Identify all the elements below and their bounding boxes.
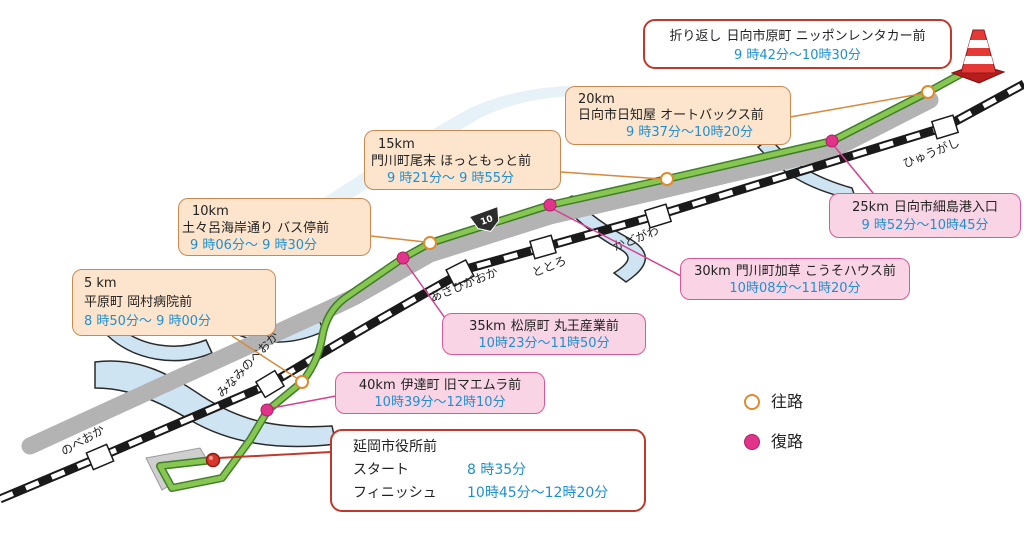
outbound-legend-label: 往路 xyxy=(771,392,804,411)
checkpoint-place: 松原町 丸王産業前 xyxy=(510,319,619,334)
checkpoint-time: 9 時21分～ 9 時55分 xyxy=(387,171,515,186)
callout-25km: 25km 日向市細島港入口 9 時52分～10時45分 xyxy=(829,193,1021,238)
checkpoint-time: 9 時37分～10時20分 xyxy=(626,125,754,140)
return-marker-30km xyxy=(543,198,557,212)
checkpoint-place: 日向市細島港入口 xyxy=(893,200,998,215)
leader-line-30km xyxy=(552,208,682,277)
start-marker-dot xyxy=(205,452,221,468)
start-marker-highlight xyxy=(209,456,213,460)
return-marker-35km xyxy=(396,251,410,265)
callout-10km: 10km 土々呂海岸通り バス停前 9 時06分～ 9 時30分 xyxy=(178,198,371,256)
cone-stripe xyxy=(968,40,989,48)
railway-dashes xyxy=(0,81,1024,502)
station-box-nobeoka xyxy=(85,443,115,471)
traffic-cone-icon xyxy=(950,29,1006,84)
checkpoint-time: 10時39分～12時10分 xyxy=(374,395,506,410)
callout-35km: 35km 松原町 丸王産業前 10時23分～11時50分 xyxy=(442,313,646,355)
leader-line-35km xyxy=(404,261,446,319)
leader-line-10km xyxy=(370,235,426,243)
leader-line-25km xyxy=(834,146,874,194)
checkpoint-place: 門川町尾末 ほっともっと前 xyxy=(371,154,532,169)
start-label: スタート xyxy=(353,462,409,478)
finish-label: フィニッシュ xyxy=(353,485,437,501)
station-markers xyxy=(85,114,960,471)
marathon-route xyxy=(156,64,976,492)
return-marker-40km xyxy=(260,403,274,417)
checkpoint-place: 門川町加草 こうそハウス前 xyxy=(735,264,896,279)
cone-body xyxy=(960,29,997,74)
route-line xyxy=(157,65,975,491)
return-legend-icon xyxy=(744,434,760,450)
station-box-hyuga-shi xyxy=(930,114,960,140)
checkpoint-distance: 5 km xyxy=(84,276,117,291)
checkpoint-title-line: 35km 松原町 丸王産業前 xyxy=(443,319,645,335)
turnaround-label: 折り返し xyxy=(669,29,722,44)
checkpoint-place: 日向市日知屋 オートバックス前 xyxy=(578,108,764,123)
checkpoint-distance: 35km xyxy=(469,319,506,334)
checkpoint-time: 9 時52分～10時45分 xyxy=(861,218,989,233)
leader-line-20km xyxy=(789,92,927,118)
checkpoint-place: 伊達町 旧マエムラ前 xyxy=(400,378,522,393)
turnaround-time: 9 時42分～10時30分 xyxy=(733,48,862,63)
return-leader-lines xyxy=(271,146,874,409)
checkpoint-title-line: 30km 門川町加草 こうそハウス前 xyxy=(681,264,909,280)
start-place: 延岡市役所前 xyxy=(353,439,437,455)
checkpoint-distance: 10km xyxy=(192,204,229,219)
turnaround-place: 日向市原町 ニッポンレンタカー前 xyxy=(726,29,926,44)
callout-start-finish: 延岡市役所前 スタート 8 時35分 フィニッシュ 10時45分～12時20分 xyxy=(330,429,646,512)
return-legend-label: 復路 xyxy=(771,432,804,451)
outbound-marker-5km xyxy=(295,375,309,389)
callout-5km: 5 km 平原町 岡村病院前 8 時50分～ 9 時00分 xyxy=(72,269,276,336)
checkpoint-place: 土々呂海岸通り バス停前 xyxy=(182,221,330,236)
checkpoint-place: 平原町 岡村病院前 xyxy=(84,295,193,310)
finish-time: 10時45分～12時20分 xyxy=(467,485,609,501)
station-box-asahigaoka xyxy=(445,258,475,288)
callout-turnaround: 折り返し日向市原町 ニッポンレンタカー前 9 時42分～10時30分 xyxy=(643,19,952,69)
start-time: 8 時35分 xyxy=(467,462,527,478)
checkpoint-title-line: 25km 日向市細島港入口 xyxy=(830,200,1020,216)
start-marker xyxy=(205,452,221,468)
outbound-marker-10km xyxy=(423,236,437,250)
river xyxy=(106,324,214,362)
callout-40km: 40km 伊達町 旧マエムラ前 10時39分～12時10分 xyxy=(335,372,545,414)
checkpoint-title-line: 40km 伊達町 旧マエムラ前 xyxy=(336,378,544,394)
checkpoint-distance: 25km xyxy=(852,200,889,215)
outbound-marker-15km xyxy=(660,172,674,186)
checkpoint-time: 8 時50分～ 9 時00分 xyxy=(84,314,212,329)
checkpoint-distance: 20km xyxy=(578,92,615,107)
leader-line-40km xyxy=(271,395,337,409)
checkpoint-distance: 15km xyxy=(378,137,415,152)
outbound-legend-icon xyxy=(744,394,760,410)
leader-line-15km xyxy=(560,171,663,180)
route-sign-number: 10 xyxy=(479,214,494,228)
outbound-leader-lines xyxy=(231,92,927,380)
turnaround-title-line: 折り返し日向市原町 ニッポンレンタカー前 xyxy=(645,29,950,45)
callout-15km: 15km 門川町尾末 ほっともっと前 9 時21分～ 9 時55分 xyxy=(364,130,561,190)
checkpoint-time: 10時23分～11時50分 xyxy=(478,336,610,351)
checkpoint-time: 9 時06分～ 9 時30分 xyxy=(190,238,318,253)
checkpoint-distance: 30km xyxy=(694,264,731,279)
return-marker-25km xyxy=(825,134,839,148)
leader-line-5km xyxy=(231,335,299,380)
callout-20km: 20km 日向市日知屋 オートバックス前 9 時37分～10時20分 xyxy=(565,86,791,145)
outbound-markers xyxy=(295,85,935,389)
station-box-kadogawa xyxy=(643,203,673,229)
checkpoint-distance: 40km xyxy=(358,378,396,393)
outbound-marker-20km xyxy=(921,85,935,99)
callout-30km: 30km 門川町加草 こうそハウス前 10時08分～11時20分 xyxy=(680,258,910,300)
leader-line-start xyxy=(217,451,332,459)
checkpoint-time: 10時08分～11時20分 xyxy=(729,281,861,296)
station-box-minami-nobeoka xyxy=(254,369,286,399)
route-sign-shield xyxy=(468,205,500,232)
route-10-sign: 10 xyxy=(468,205,500,232)
return-markers xyxy=(260,134,839,417)
station-box-totoro xyxy=(529,234,557,260)
cone-stripe xyxy=(963,56,994,64)
